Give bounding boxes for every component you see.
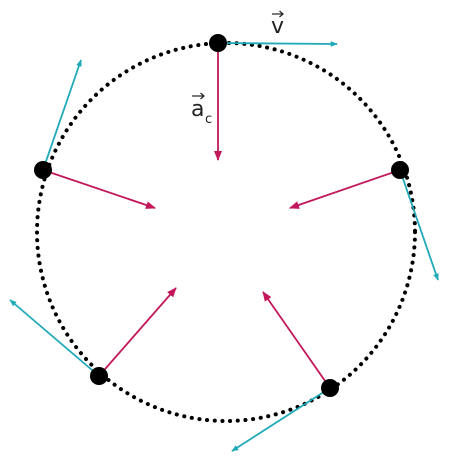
vector-arrow-over-letter-icon: [272, 10, 284, 18]
orbit-path: [35, 41, 417, 423]
velocity-arrow-top: [217, 41, 338, 47]
velocity-arrow-bottom-right: [231, 387, 331, 452]
acceleration-label: a c: [191, 92, 212, 127]
velocity-symbol: v: [271, 14, 284, 39]
mass-top: [209, 34, 227, 52]
acceleration-arrow-right: [289, 169, 401, 209]
mass-left: [34, 161, 52, 179]
acceleration-arrow-left: [42, 169, 156, 209]
point-masses: [34, 34, 409, 397]
mass-bottom-right: [321, 379, 339, 397]
velocity-arrow-bottom-left: [9, 299, 100, 377]
velocity-arrow-right: [399, 169, 439, 281]
acceleration-symbol: a: [191, 97, 204, 122]
acceleration-subscript: c: [205, 112, 212, 127]
velocity-label: v: [271, 10, 284, 39]
vector-arrow-over-letter-icon: [192, 92, 205, 100]
acceleration-arrow-bottom-right: [262, 291, 331, 389]
velocity-vectors: [9, 41, 439, 452]
mass-bottom-left: [90, 367, 108, 385]
mass-right: [391, 161, 409, 179]
acceleration-vectors: [42, 43, 401, 389]
acceleration-arrow-bottom-left: [98, 287, 177, 377]
velocity-arrow-left: [42, 59, 82, 171]
